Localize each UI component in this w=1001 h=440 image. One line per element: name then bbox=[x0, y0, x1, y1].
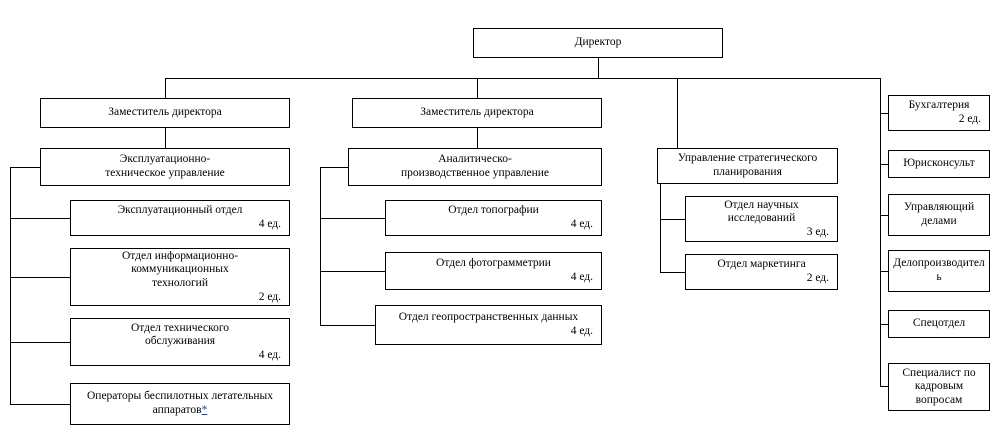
connector-mid-dept3-stub bbox=[320, 325, 375, 326]
connector-right-stub-6 bbox=[880, 386, 888, 387]
staff-count: 3 ед. bbox=[806, 225, 829, 238]
node-label: Управляющий делами bbox=[903, 201, 975, 227]
node-ict-dept: Отдел информационно- коммуникационных те… bbox=[70, 248, 290, 306]
connector-top-horizontal bbox=[165, 78, 880, 79]
node-special-dept: Спецотдел bbox=[888, 310, 990, 338]
connector-strategic-dept2-stub bbox=[660, 272, 685, 273]
node-legal-counsel: Юрисконсульт bbox=[888, 150, 990, 178]
staff-count: 4 ед. bbox=[258, 218, 281, 230]
node-tech-maintenance-dept: Отдел технического обслуживания 4 ед. bbox=[70, 318, 290, 366]
node-label: Юрисконсульт bbox=[903, 157, 975, 170]
staff-count: 4 ед. bbox=[570, 271, 593, 283]
node-geospatial-dept: Отдел геопространственных данных 4 ед. bbox=[375, 305, 602, 345]
connector-mid-division-stub bbox=[320, 167, 348, 168]
node-label: Отдел маркетинга bbox=[717, 258, 806, 271]
connector-right-stub-3 bbox=[880, 215, 888, 216]
connector-director-down bbox=[598, 58, 599, 78]
staff-count: 4 ед. bbox=[570, 218, 593, 230]
connector-left-dept2-stub bbox=[10, 277, 70, 278]
node-label: Отдел информационно- коммуникационных те… bbox=[121, 249, 239, 289]
node-photogrammetry-dept: Отдел фотограмметрии 4 ед. bbox=[385, 252, 602, 290]
node-label: Бухгалтерия bbox=[908, 99, 970, 112]
node-director: Директор bbox=[473, 28, 723, 58]
connector-mid-dept2-stub bbox=[320, 271, 385, 272]
connector-right-stub-1 bbox=[880, 113, 888, 114]
connector-left-dept3-stub bbox=[10, 342, 70, 343]
connector-left-dept4-stub bbox=[10, 404, 70, 405]
node-analytics-production-division: Аналитическо- производственное управлени… bbox=[348, 148, 602, 186]
node-label: Заместитель директора bbox=[420, 106, 534, 119]
footnote-asterisk-link[interactable]: * bbox=[201, 404, 208, 416]
node-hr-specialist: Специалист по кадровым вопросам bbox=[888, 363, 990, 411]
node-label: Директор bbox=[574, 36, 622, 49]
node-deputy-director-1: Заместитель директора bbox=[40, 98, 290, 128]
node-operations-dept: Эксплуатационный отдел 4 ед. bbox=[70, 200, 290, 236]
node-label: Специалист по кадровым вопросам bbox=[902, 366, 976, 406]
node-ops-tech-division: Эксплуатационно- техническое управление bbox=[40, 148, 290, 186]
connector-strategic-dept1-stub bbox=[660, 219, 685, 220]
node-label: Отдел научных исследований bbox=[724, 198, 799, 225]
node-label-text: Операторы беспилотных летательных аппара… bbox=[86, 390, 274, 416]
connector-left-dept1-stub bbox=[10, 218, 70, 219]
node-label: Отдел топографии bbox=[448, 204, 539, 217]
node-office-manager: Управляющий делами bbox=[888, 194, 990, 236]
node-label: Аналитическо- производственное управлени… bbox=[400, 153, 550, 179]
node-label: Спецотдел bbox=[912, 317, 966, 330]
node-label: Отдел фотограмметрии bbox=[436, 257, 551, 270]
connector-deputy2-down bbox=[477, 78, 478, 98]
connector-right-stub-2 bbox=[880, 164, 888, 165]
connector-right-rail bbox=[880, 78, 881, 387]
node-label: Делопроизводитель bbox=[893, 257, 985, 283]
node-label: Операторы беспилотных летательных аппара… bbox=[73, 390, 287, 417]
connector-right-stub-4 bbox=[880, 271, 888, 272]
connector-mid-rail bbox=[320, 167, 321, 325]
node-strategic-planning-division: Управление стратегического планирования bbox=[657, 148, 838, 184]
node-deputy-director-2: Заместитель директора bbox=[352, 98, 602, 128]
connector-strategic-rail bbox=[660, 184, 661, 272]
node-accounting: Бухгалтерия 2 ед. bbox=[888, 95, 990, 131]
node-marketing-dept: Отдел маркетинга 2 ед. bbox=[685, 254, 838, 290]
node-label: Заместитель директора bbox=[108, 106, 222, 119]
staff-count: 4 ед. bbox=[258, 348, 281, 361]
connector-left-division-stub bbox=[10, 167, 40, 168]
node-records-clerk: Делопроизводитель bbox=[888, 250, 990, 292]
staff-count: 2 ед. bbox=[258, 290, 281, 303]
node-label: Эксплуатационный отдел bbox=[117, 204, 243, 217]
node-label: Эксплуатационно- техническое управление bbox=[105, 153, 225, 179]
staff-count: 4 ед. bbox=[570, 325, 593, 337]
node-label: Отдел технического обслуживания bbox=[131, 321, 229, 348]
staff-count: 2 ед. bbox=[806, 272, 829, 284]
connector-right-stub-5 bbox=[880, 324, 888, 325]
staff-count: 2 ед. bbox=[958, 113, 981, 125]
node-research-dept: Отдел научных исследований 3 ед. bbox=[685, 196, 838, 242]
node-label: Управление стратегического планирования bbox=[677, 152, 818, 178]
node-label: Отдел геопространственных данных bbox=[398, 311, 579, 324]
connector-left-rail bbox=[10, 167, 11, 404]
connector-strategic-down bbox=[677, 78, 678, 148]
connector-deputy2-division bbox=[477, 128, 478, 148]
connector-deputy1-down bbox=[165, 78, 166, 98]
node-uav-operators: Операторы беспилотных летательных аппара… bbox=[70, 383, 290, 425]
node-topography-dept: Отдел топографии 4 ед. bbox=[385, 200, 602, 236]
connector-mid-dept1-stub bbox=[320, 218, 385, 219]
connector-deputy1-division bbox=[165, 128, 166, 148]
